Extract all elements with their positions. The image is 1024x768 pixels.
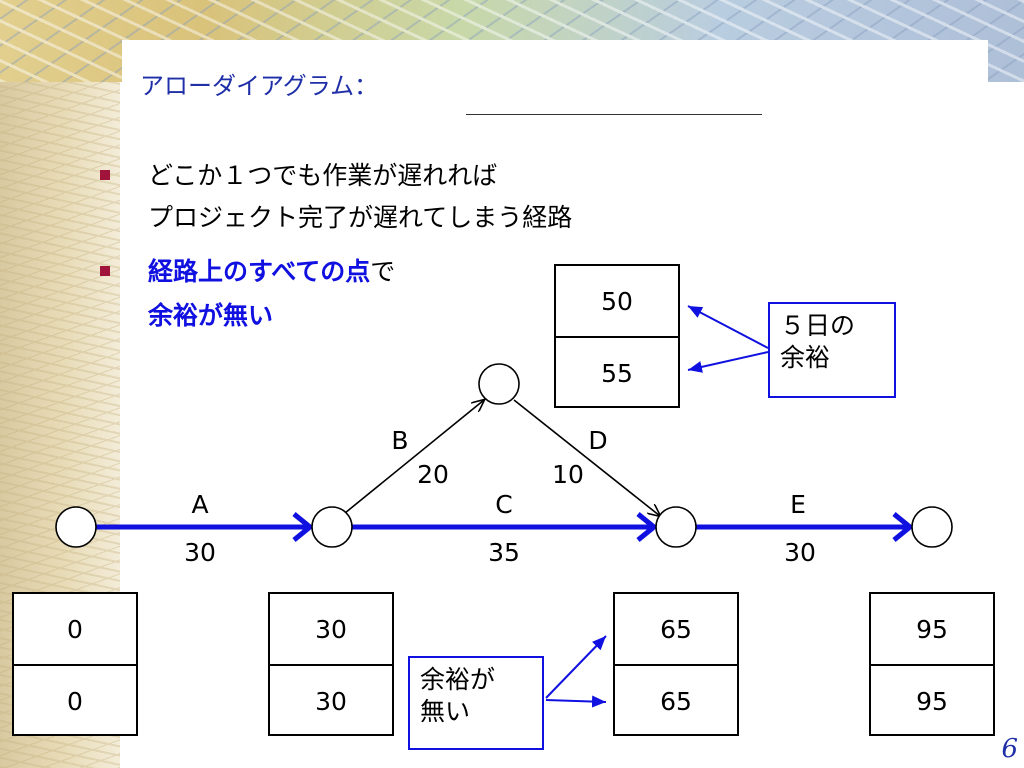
note-line: 無い bbox=[420, 697, 471, 726]
slack-five-days-note: ５日の 余裕 bbox=[768, 302, 896, 398]
latest-time: 30 bbox=[315, 686, 347, 716]
node-5 bbox=[911, 506, 953, 548]
page-number: 6 bbox=[1001, 734, 1018, 764]
activity-e-duration: 30 bbox=[784, 538, 816, 567]
node-4 bbox=[655, 506, 697, 548]
activity-d-label: D bbox=[588, 426, 608, 455]
callout-arrow bbox=[687, 351, 769, 373]
no-slack-note: 余裕が 無い bbox=[408, 656, 544, 750]
activity-c-label: C bbox=[495, 490, 513, 519]
callout-arrow bbox=[545, 635, 607, 699]
latest-time: 95 bbox=[916, 686, 948, 716]
activity-d-duration: 10 bbox=[552, 460, 584, 489]
node-1 bbox=[55, 506, 97, 548]
earliest-time: 65 bbox=[615, 594, 737, 666]
bullet-marker bbox=[100, 266, 110, 276]
activity-c-duration: 35 bbox=[488, 538, 520, 567]
earliest-time: 30 bbox=[270, 594, 392, 666]
node-4-time-box: 65 65 bbox=[613, 592, 739, 736]
node-5-time-box: 95 95 bbox=[869, 592, 995, 736]
earliest-time: 0 bbox=[14, 594, 136, 666]
activity-d-arrow bbox=[513, 399, 660, 516]
earliest-time: 50 bbox=[556, 266, 678, 338]
bullet-1-line-2: プロジェクト完了が遅れてしまう経路 bbox=[148, 203, 573, 232]
title-panel bbox=[122, 40, 988, 118]
bullet-marker bbox=[100, 170, 110, 180]
bullet-2-suffix: で bbox=[370, 257, 396, 286]
bullet-2-emphasis: 経路上のすべての点 bbox=[148, 257, 371, 286]
activity-e-label: E bbox=[790, 490, 806, 519]
latest-time: 55 bbox=[601, 358, 633, 388]
node-3 bbox=[478, 363, 520, 405]
callout-arrow bbox=[687, 305, 769, 349]
note-line: 余裕 bbox=[780, 343, 831, 372]
slide-title: アローダイアグラム： bbox=[140, 72, 379, 100]
earliest-time: 95 bbox=[871, 594, 993, 666]
activity-a-duration: 30 bbox=[184, 538, 216, 567]
activity-b-arrow bbox=[344, 400, 484, 514]
callout-arrow bbox=[545, 695, 607, 708]
node-2 bbox=[311, 506, 353, 548]
bullet-1-line-1: どこか１つでも作業が遅れれば bbox=[148, 161, 498, 190]
activity-b-label: B bbox=[391, 426, 409, 455]
node-3-time-box: 50 55 bbox=[554, 264, 680, 408]
latest-time: 65 bbox=[660, 686, 692, 716]
title-blank-line bbox=[466, 114, 762, 115]
node-1-time-box: 0 0 bbox=[12, 592, 138, 736]
latest-time: 0 bbox=[67, 686, 83, 716]
activity-a-label: A bbox=[191, 490, 209, 519]
node-2-time-box: 30 30 bbox=[268, 592, 394, 736]
bullet-2-line-1: 経路上のすべての点で bbox=[148, 252, 395, 288]
bullet-2-line-2: 余裕が無い bbox=[148, 301, 274, 330]
activity-b-duration: 20 bbox=[417, 460, 449, 489]
note-line: 余裕が bbox=[420, 665, 496, 694]
note-line: ５日の bbox=[780, 311, 856, 340]
